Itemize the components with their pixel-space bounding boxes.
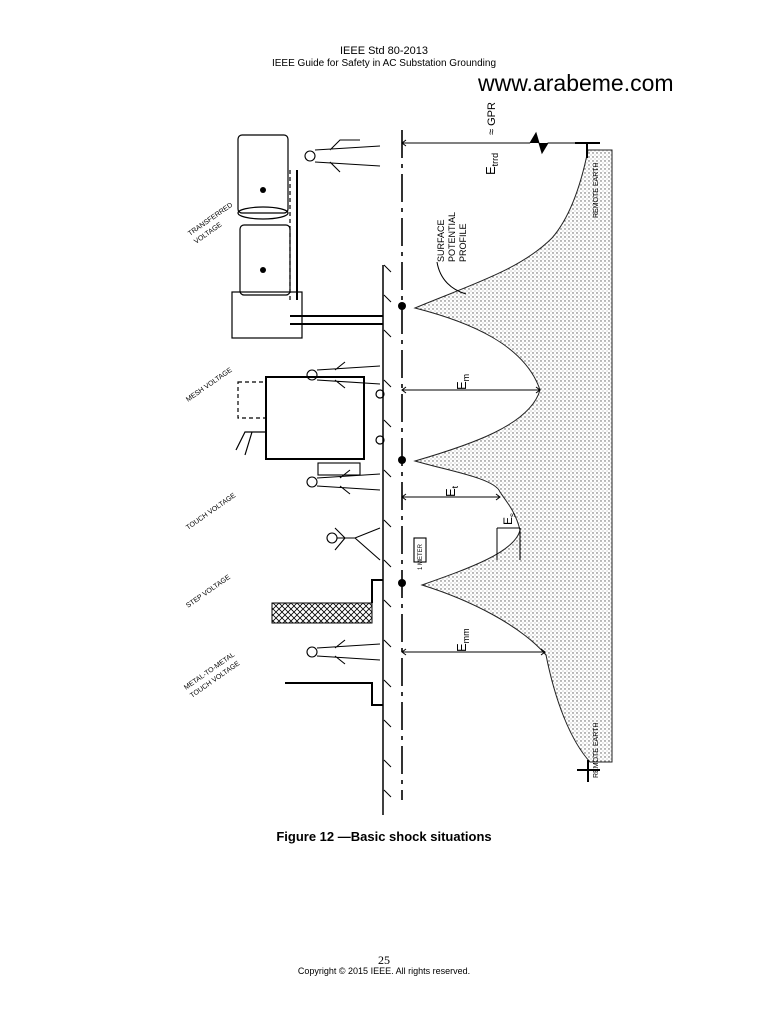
watermark: www.arabeme.com bbox=[478, 70, 674, 96]
etrrd-dimension bbox=[401, 131, 575, 155]
emm-dimension bbox=[401, 648, 546, 656]
em-dimension bbox=[401, 386, 541, 394]
svg-text:PROFILE: PROFILE bbox=[458, 223, 468, 262]
person-metal bbox=[306, 639, 381, 665]
figure-caption: Figure 12 —Basic shock situations bbox=[276, 829, 492, 844]
grid-connection-2 bbox=[398, 456, 406, 464]
label-mesh: MESH VOLTAGE bbox=[185, 367, 234, 404]
svg-text:POTENTIAL: POTENTIAL bbox=[447, 212, 457, 262]
grid-connection-1 bbox=[398, 302, 406, 310]
profile-pointer bbox=[436, 261, 467, 295]
standard-number: IEEE Std 80-2013 bbox=[339, 45, 429, 57]
person-step bbox=[326, 527, 427, 563]
svg-text:SURFACE: SURFACE bbox=[436, 219, 446, 262]
es-symbol: Es bbox=[501, 513, 517, 525]
metal-structure bbox=[285, 682, 383, 706]
et-dimension bbox=[401, 493, 501, 501]
remote-earth-label-bottom: REMOTE EARTH bbox=[593, 723, 600, 779]
copyright: Copyright © 2015 IEEE. All rights reserv… bbox=[297, 966, 471, 976]
remote-earth-bottom bbox=[577, 760, 600, 782]
profile-label: SURFACE POTENTIAL PROFILE bbox=[436, 212, 468, 262]
page-number: 25 bbox=[378, 953, 390, 967]
shock-situations-figure: REMOTE EARTH REMOTE EARTH Etrrd ≈ GPR SU… bbox=[183, 102, 613, 815]
transferred-equipment bbox=[231, 134, 383, 339]
transformer bbox=[235, 376, 385, 460]
fence bbox=[271, 602, 373, 624]
earth-hatch bbox=[383, 264, 392, 798]
etrrd-symbol: Etrrd bbox=[483, 153, 500, 175]
person-mesh bbox=[306, 361, 381, 389]
meter-label: 1 METER bbox=[418, 543, 424, 570]
label-step: STEP VOLTAGE bbox=[185, 574, 232, 610]
em-symbol: Em bbox=[454, 374, 471, 390]
surface-potential-profile bbox=[413, 149, 613, 763]
es-dimension bbox=[496, 527, 521, 560]
emm-symbol: Emm bbox=[454, 628, 471, 652]
et-symbol: Et bbox=[443, 485, 460, 497]
gpr-label: ≈ GPR bbox=[486, 102, 498, 135]
person-touch bbox=[306, 462, 381, 495]
remote-earth-label-top: REMOTE EARTH bbox=[593, 163, 600, 219]
person-transferred bbox=[304, 139, 381, 173]
grid-connection-3 bbox=[398, 579, 406, 587]
label-touch: TOUCH VOLTAGE bbox=[185, 492, 237, 532]
document-title: IEEE Guide for Safety in AC Substation G… bbox=[271, 58, 497, 69]
remote-earth-top bbox=[575, 142, 600, 158]
